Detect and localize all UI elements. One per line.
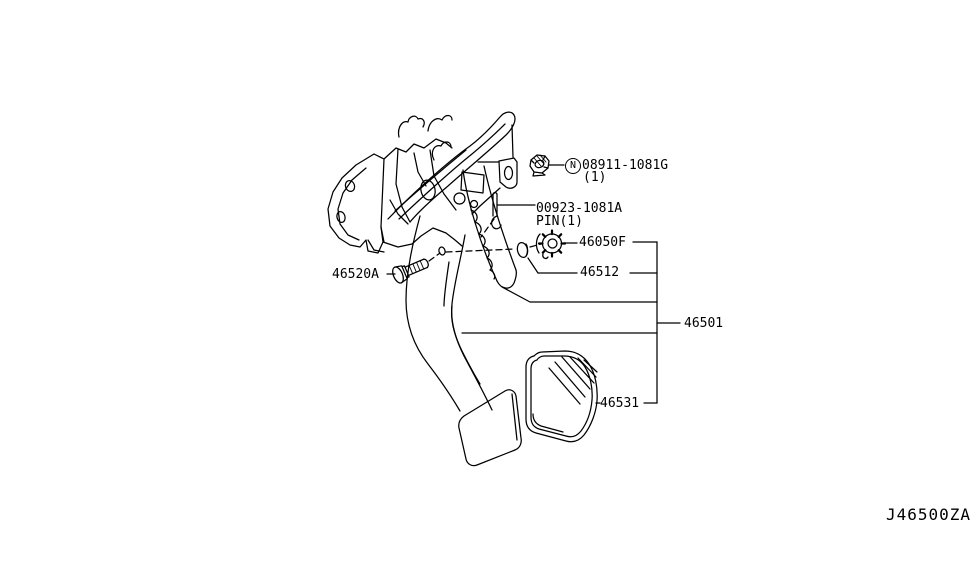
label-lock-nut-part-number: 46050F bbox=[579, 235, 626, 250]
callout-bracket-lines bbox=[461, 241, 681, 404]
lock-nut-icon bbox=[535, 229, 567, 260]
pedal-plate bbox=[458, 389, 522, 467]
pedal-bracket bbox=[327, 111, 518, 256]
label-pedal-assembly-part-number: 46501 bbox=[684, 316, 724, 331]
label-nut-part-number: 08911-1081G bbox=[582, 158, 669, 173]
label-nut-quantity: (1) bbox=[583, 170, 607, 185]
label-pedal-pad-part-number: 46531 bbox=[600, 396, 640, 411]
label-bolt-part-number: 46520A bbox=[332, 267, 379, 282]
nut-standard-symbol: N bbox=[565, 158, 581, 174]
bolt-icon bbox=[392, 258, 429, 284]
leader-lines bbox=[386, 164, 601, 404]
label-pin-name: PIN(1) bbox=[536, 214, 583, 229]
pedal-arm bbox=[405, 215, 493, 412]
nut-icon bbox=[529, 154, 550, 177]
label-washer-part-number: 46512 bbox=[580, 265, 620, 280]
washer-icon bbox=[516, 241, 529, 259]
drawing-code: J46500ZA bbox=[886, 505, 972, 524]
label-pin-part-number: 00923-1081A bbox=[536, 201, 623, 216]
upper-arm-spring bbox=[460, 165, 518, 289]
exploded-axis-dashed bbox=[428, 218, 542, 262]
rubber-pad bbox=[525, 350, 598, 443]
